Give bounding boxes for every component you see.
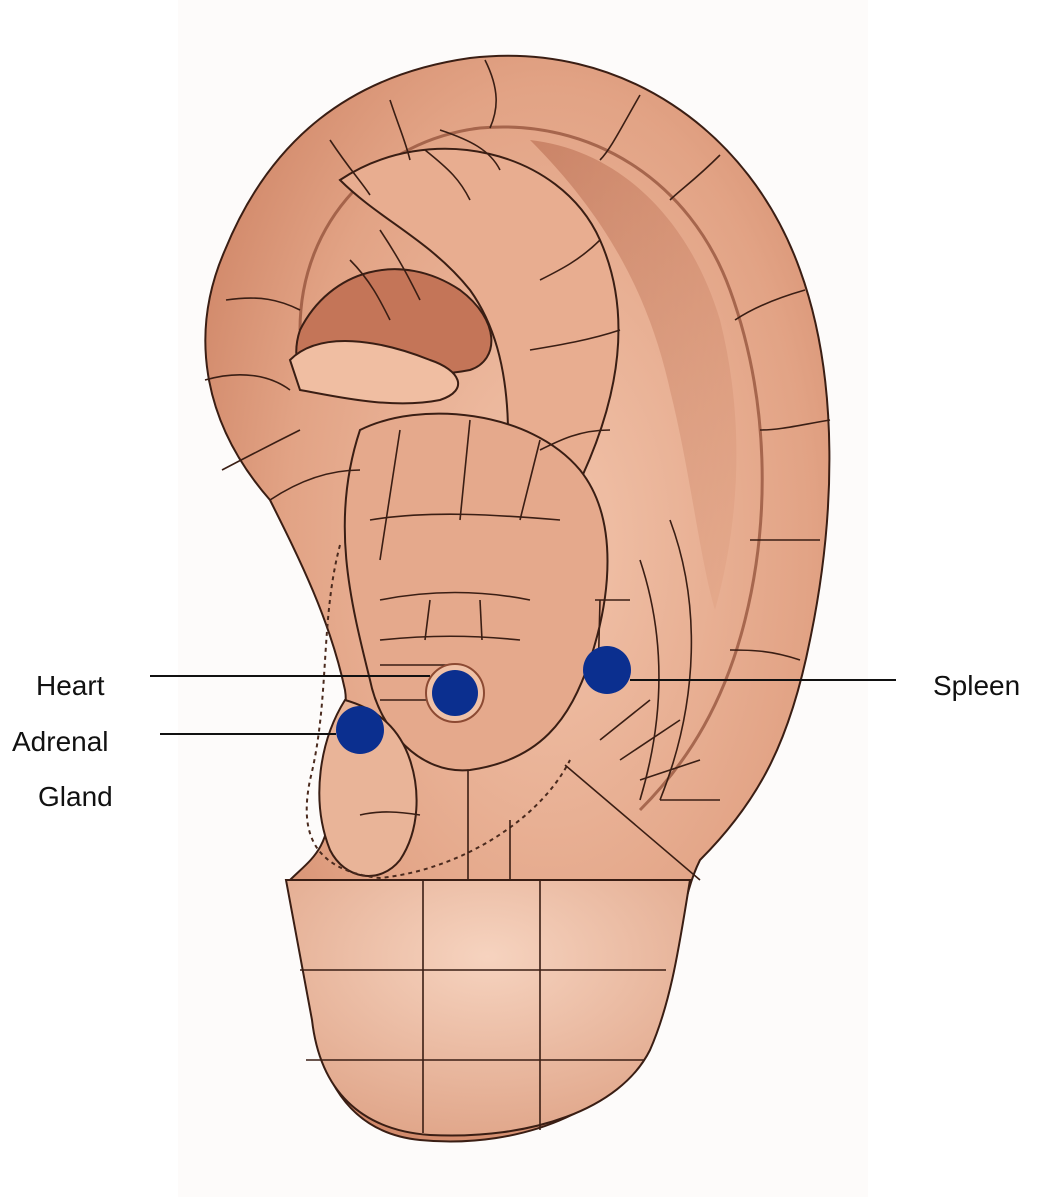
adrenal-gland-point bbox=[336, 706, 384, 754]
heart-point bbox=[432, 670, 478, 716]
spleen-point bbox=[583, 646, 631, 694]
earlobe bbox=[286, 880, 690, 1136]
adrenal-gland-label-line1: Adrenal bbox=[12, 728, 109, 756]
spleen-label: Spleen bbox=[933, 672, 1020, 700]
adrenal-gland-label-line2: Gland bbox=[38, 783, 113, 811]
heart-label: Heart bbox=[36, 672, 104, 700]
